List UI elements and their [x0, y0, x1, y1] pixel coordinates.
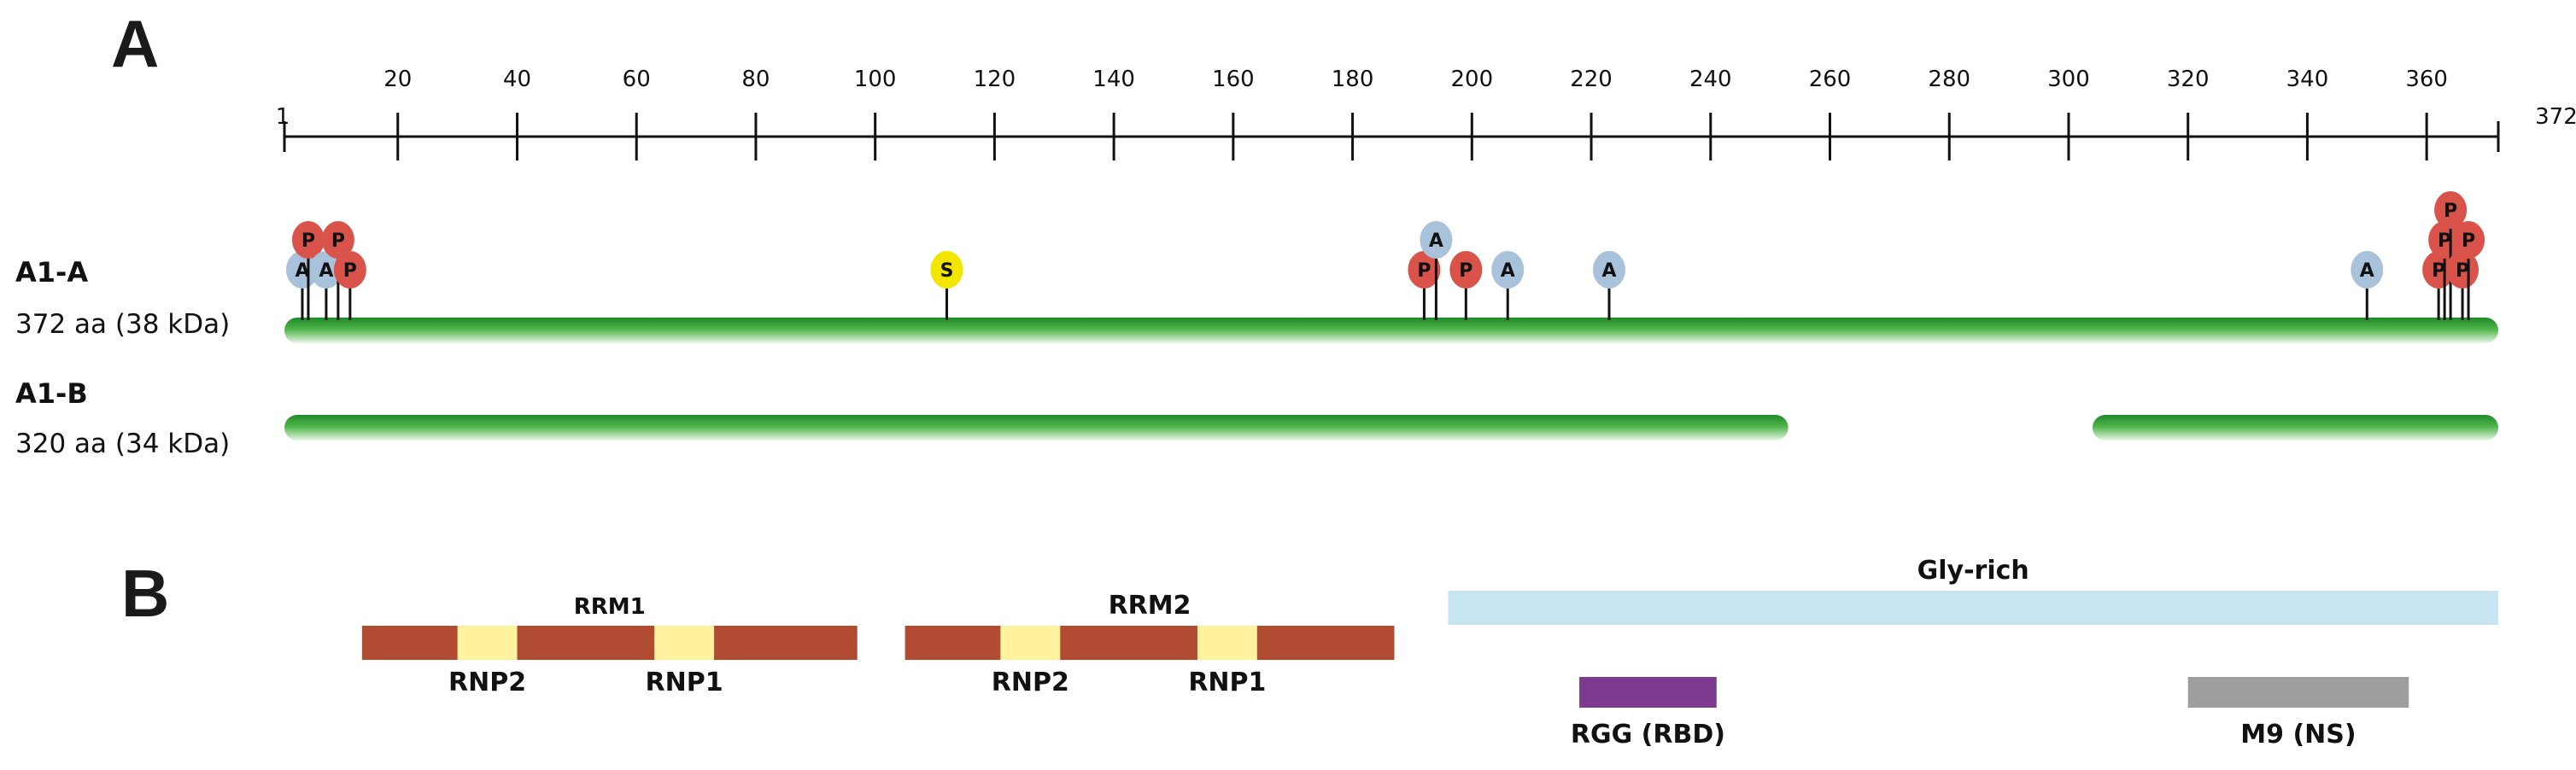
acetylation-site — [1491, 251, 1525, 289]
axis-tick-label: 20 — [383, 67, 412, 92]
site-letter: A — [319, 260, 333, 282]
site-letter: P — [302, 230, 315, 252]
gly-rich-domain — [1448, 591, 2498, 625]
acetylation-site — [309, 251, 342, 289]
isoform-bars — [284, 318, 2498, 440]
axis-tick-label: 40 — [503, 67, 531, 92]
axis-start-label: 1 — [276, 104, 290, 130]
phosphorylation-site — [2452, 221, 2485, 259]
rrm1-domain — [361, 626, 858, 660]
isoform-a-segment — [284, 318, 2498, 343]
rrm2-rnp2-motif — [1000, 626, 1061, 660]
gly-rich-label: Gly-rich — [1917, 556, 2029, 586]
axis-end-label: 372 aa — [2535, 104, 2576, 130]
motif-label: RNP2 — [992, 668, 1069, 697]
acetylation-site — [1420, 221, 1453, 259]
site-letter: P — [2432, 260, 2445, 282]
site-letter: A — [295, 260, 309, 282]
axis-tick-label: 160 — [1212, 67, 1255, 92]
site-letter: A — [1601, 260, 1616, 282]
axis-tick-label: 240 — [1689, 67, 1732, 92]
sequence-axis: 20 40 60 80 100 120 140 160 180 200 220 240 260 280 30… — [276, 67, 2576, 160]
phosphorylation-site — [2446, 251, 2479, 289]
phosphorylation-site — [1408, 251, 1441, 289]
phosphorylation-site — [2428, 221, 2462, 259]
axis-tick-label: 360 — [2405, 67, 2448, 92]
isoform-b-size: 320 aa (34 kDa) — [15, 429, 230, 459]
axis-tick-label: 80 — [741, 67, 770, 92]
isoform-b-segment — [2092, 415, 2498, 440]
acetylation-site — [1593, 251, 1626, 289]
panel-b-label: B — [121, 556, 169, 631]
site-letter: P — [2462, 230, 2475, 252]
m9-domain — [2187, 677, 2409, 708]
site-letter: A — [1429, 230, 1443, 252]
motif-label: RNP1 — [1188, 668, 1266, 697]
axis-tick-label: 140 — [1092, 67, 1135, 92]
site-letter: P — [2438, 230, 2451, 252]
site-letter: A — [2360, 260, 2374, 282]
site-letter: S — [940, 260, 954, 282]
rgg-domain — [1579, 677, 1717, 708]
phosphorylation-site — [291, 221, 325, 259]
rrm2-rnp1-motif — [1197, 626, 1257, 660]
phosphorylation-site — [321, 221, 354, 259]
site-letter: A — [1501, 260, 1515, 282]
site-letter: P — [2444, 201, 2457, 222]
site-letter: P — [343, 260, 357, 282]
rgg-label: RGG (RBD) — [1571, 720, 1725, 750]
axis-tick-label: 300 — [2047, 67, 2090, 92]
site-letter: P — [331, 230, 345, 252]
axis-tick-label: 260 — [1809, 67, 1852, 92]
sumoylation-site — [930, 251, 963, 289]
rrm1-rnp2-motif — [457, 626, 518, 660]
isoform-a-name: A1-A — [15, 256, 88, 289]
motif-label: RNP1 — [646, 668, 723, 697]
acetylation-site — [285, 251, 319, 289]
site-letter: P — [1459, 260, 1472, 282]
isoform-b-name: A1-B — [15, 377, 88, 410]
site-letter: P — [2456, 260, 2469, 282]
motif-label: RNP2 — [448, 668, 526, 697]
m9-label: M9 (NS) — [2240, 720, 2356, 750]
axis-tick-label: 280 — [1928, 67, 1970, 92]
axis-tick-label: 100 — [854, 67, 897, 92]
axis-tick-label: 320 — [2167, 67, 2210, 92]
phosphorylation-site — [333, 251, 366, 289]
site-letter: P — [1417, 260, 1431, 282]
rrm1-rnp1-motif — [654, 626, 715, 660]
phosphorylation-site — [2422, 251, 2456, 289]
phosphorylation-site — [1449, 251, 1483, 289]
axis-tick-label: 120 — [974, 67, 1016, 92]
isoform-a-size: 372 aa (38 kDa) — [15, 309, 230, 340]
acetylation-site — [2351, 251, 2384, 289]
isoform-b-segment — [284, 415, 1789, 440]
axis-tick-label: 200 — [1450, 67, 1493, 92]
panel-a-label: A — [111, 6, 159, 81]
axis-tick-label: 340 — [2286, 67, 2329, 92]
rrm2-domain — [905, 626, 1395, 660]
axis-tick-label: 220 — [1570, 67, 1613, 92]
rrm2-label: RRM2 — [1109, 591, 1191, 621]
phosphorylation-site — [2434, 191, 2468, 229]
axis-tick-label: 180 — [1332, 67, 1374, 92]
axis-tick-label: 60 — [623, 67, 651, 92]
rrm1-label: RRM1 — [574, 594, 646, 620]
